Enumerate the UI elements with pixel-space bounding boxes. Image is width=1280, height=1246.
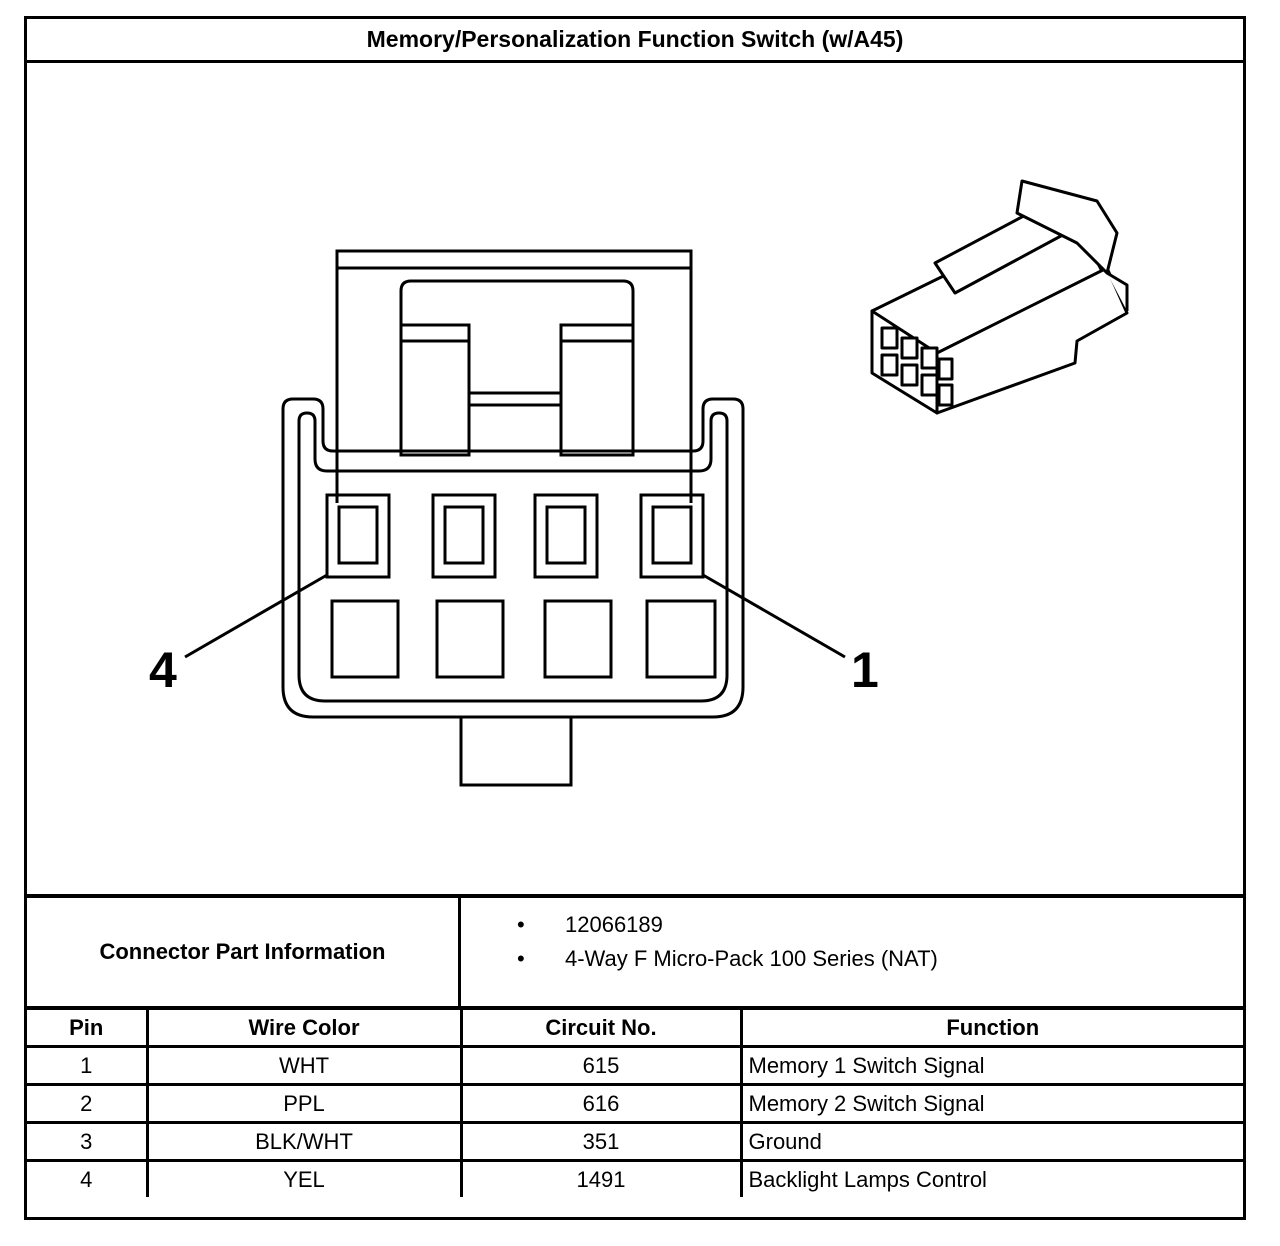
latch-bar-left xyxy=(399,323,471,457)
connector-series: 4-Way F Micro-Pack 100 Series (NAT) xyxy=(565,946,938,971)
list-item: • 4-Way F Micro-Pack 100 Series (NAT) xyxy=(461,942,1243,976)
table-row: 2 PPL 616 Memory 2 Switch Signal xyxy=(27,1083,1243,1124)
connector-part-info: Connector Part Information • 12066189 • 4-… xyxy=(27,894,1243,1010)
wire-color-cell: YEL xyxy=(145,1159,463,1197)
connector-face-drawing: 4 1 xyxy=(149,179,1129,787)
pin-cell: 1 xyxy=(27,1045,149,1086)
wire-color-cell: WHT xyxy=(145,1045,463,1086)
latch-outline xyxy=(335,249,693,503)
page-title: Memory/Personalization Function Switch (… xyxy=(27,19,1243,63)
column-header-pin: Pin xyxy=(27,1010,149,1048)
function-cell: Backlight Lamps Control xyxy=(739,1159,1243,1197)
connector-diagram: 4 1 xyxy=(27,63,1243,897)
connector-3d-icon xyxy=(870,179,1129,415)
pin-table: Pin Wire Color Circuit No. Function 1 WH… xyxy=(27,1010,1243,1197)
connector-part-info-list: • 12066189 • 4-Way F Micro-Pack 100 Series… xyxy=(461,898,1243,1016)
function-cell: Ground xyxy=(739,1121,1243,1162)
cavity-4 xyxy=(325,493,391,579)
latch-bar-right xyxy=(559,323,635,457)
circuit-cell: 615 xyxy=(459,1045,743,1086)
leader-line-1 xyxy=(702,573,846,659)
housing-inner xyxy=(297,411,729,703)
column-header-circuit: Circuit No. xyxy=(459,1010,743,1048)
lower-cavity xyxy=(330,599,400,679)
wire-color-cell: BLK/WHT xyxy=(145,1121,463,1162)
polarizing-key xyxy=(459,715,573,787)
cavity-2 xyxy=(533,493,599,579)
circuit-cell: 351 xyxy=(459,1121,743,1162)
pin-cell: 2 xyxy=(27,1083,149,1124)
table-header-row: Pin Wire Color Circuit No. Function xyxy=(27,1010,1243,1048)
cavity-1 xyxy=(639,493,705,579)
cavity-3 xyxy=(431,493,497,579)
lower-cavity xyxy=(543,599,613,679)
circuit-cell: 616 xyxy=(459,1083,743,1124)
wire-color-cell: PPL xyxy=(145,1083,463,1124)
pin-cell: 3 xyxy=(27,1121,149,1162)
table-row: 4 YEL 1491 Backlight Lamps Control xyxy=(27,1159,1243,1197)
pin-label-1: 1 xyxy=(851,642,879,698)
lower-cavity xyxy=(645,599,717,679)
circuit-cell: 1491 xyxy=(459,1159,743,1197)
table-row: 3 BLK/WHT 351 Ground xyxy=(27,1121,1243,1162)
latch-inner xyxy=(399,279,635,443)
part-number: 12066189 xyxy=(565,912,663,937)
bullet-icon: • xyxy=(517,912,525,937)
pin-cell: 4 xyxy=(27,1159,149,1197)
column-header-function: Function xyxy=(739,1010,1243,1048)
housing-outer xyxy=(281,397,745,719)
column-header-wire-color: Wire Color xyxy=(145,1010,463,1048)
function-cell: Memory 2 Switch Signal xyxy=(739,1083,1243,1124)
bullet-icon: • xyxy=(517,946,525,971)
leader-line-4 xyxy=(184,573,328,659)
connector-part-info-label: Connector Part Information xyxy=(27,898,461,1006)
pin-label-4: 4 xyxy=(149,642,177,698)
function-cell: Memory 1 Switch Signal xyxy=(739,1045,1243,1086)
lower-cavity xyxy=(435,599,505,679)
list-item: • 12066189 xyxy=(461,908,1243,942)
table-row: 1 WHT 615 Memory 1 Switch Signal xyxy=(27,1045,1243,1086)
connector-sheet: Memory/Personalization Function Switch (… xyxy=(24,16,1246,1220)
